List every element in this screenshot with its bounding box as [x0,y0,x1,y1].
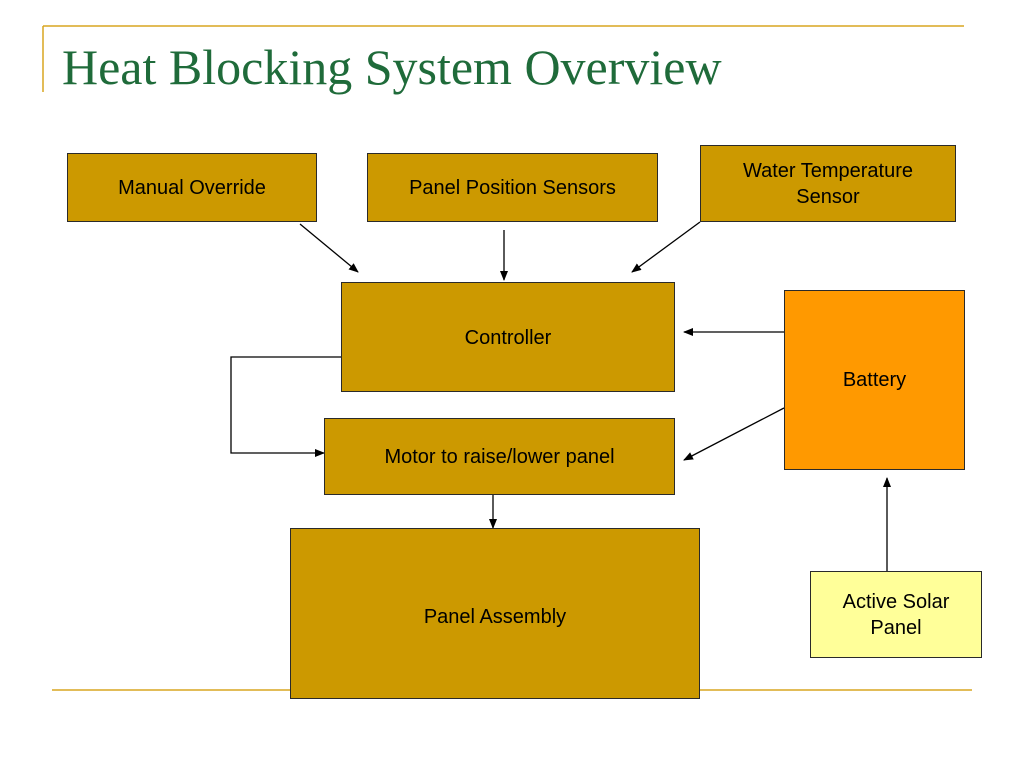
panel-assembly-label: Panel Assembly [423,606,567,628]
water-temperature-sensor-box: Water Temperature Sensor [700,145,956,222]
motor-label: Motor to raise/lower panel [384,445,615,468]
arrow-watertemp-to-controller [631,221,701,273]
water-temperature-sensor-label: Water Temperature Sensor [742,159,914,208]
battery-box: Battery [784,290,965,470]
controller-box: Controller [341,282,675,392]
motor-box: Motor to raise/lower panel [324,418,675,495]
controller-label: Controller [464,327,552,349]
arrow-controller-to-motor [230,356,342,457]
manual-override-label: Manual Override [118,176,266,199]
arrow-battery-to-motor [683,407,785,461]
active-solar-panel-box: Active Solar Panel [810,571,982,658]
arrow-manual-to-controller [299,223,359,273]
manual-override-box: Manual Override [67,153,317,222]
slide-title: Heat Blocking System Overview [62,39,722,95]
panel-assembly-box: Panel Assembly [290,528,700,699]
panel-position-sensors-box: Panel Position Sensors [367,153,658,222]
active-solar-panel-label: Active Solar Panel [842,590,950,639]
panel-position-sensors-label: Panel Position Sensors [409,176,616,199]
battery-label: Battery [842,369,907,391]
